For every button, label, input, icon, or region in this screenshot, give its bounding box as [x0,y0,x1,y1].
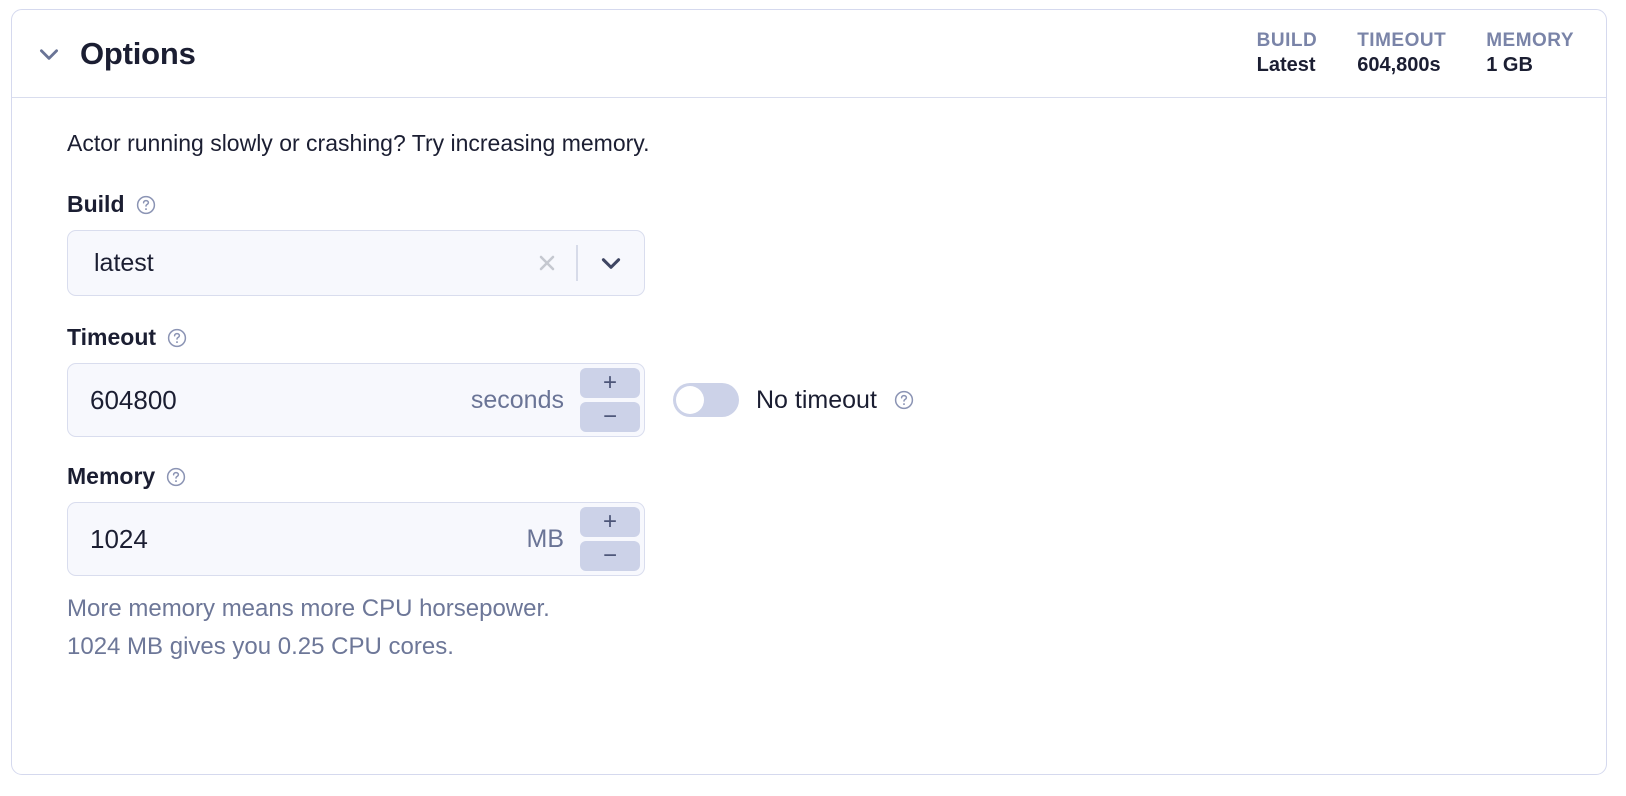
build-label-row: Build [67,191,1582,218]
help-circle-icon[interactable] [167,328,187,348]
timeout-input[interactable] [68,383,471,417]
memory-hint-line-1: More memory means more CPU horsepower. [67,595,550,622]
stat-timeout-value: 604,800s [1357,53,1441,76]
memory-label-row: Memory [67,463,1582,490]
no-timeout-control: No timeout [673,383,914,417]
select-divider [576,245,578,281]
timeout-label-row: Timeout [67,324,1582,351]
help-circle-icon[interactable] [166,467,186,487]
memory-input-wrapper: MB + − [67,502,645,576]
timeout-label: Timeout [67,324,157,350]
no-timeout-label: No timeout [756,385,877,414]
intro-text: Actor running slowly or crashing? Try in… [67,130,650,156]
build-select[interactable]: latest [67,230,645,296]
page-title: Options [80,35,196,71]
timeout-decrement-button[interactable]: − [580,402,640,432]
options-card-header: Options BUILD Latest TIMEOUT 604,800s ME… [12,10,1606,98]
options-header-stats: BUILD Latest TIMEOUT 604,800s MEMORY 1 G… [1257,30,1580,78]
options-card: Options BUILD Latest TIMEOUT 604,800s ME… [11,9,1607,775]
no-timeout-toggle[interactable] [673,383,739,417]
options-card-body: Actor running slowly or crashing? Try in… [12,98,1606,667]
memory-unit: MB [526,524,565,553]
stat-memory: MEMORY 1 GB [1486,30,1574,78]
memory-input[interactable] [68,522,527,556]
memory-decrement-button[interactable]: − [580,541,640,571]
memory-label: Memory [67,463,156,489]
stat-memory-value: 1 GB [1486,53,1533,76]
memory-hint: More memory means more CPU horsepower. 1… [67,590,1582,667]
stat-memory-label: MEMORY [1486,29,1574,51]
build-label: Build [67,191,125,217]
memory-increment-button[interactable]: + [580,507,640,537]
timeout-increment-button[interactable]: + [580,368,640,398]
timeout-stepper: + − [580,368,644,432]
stat-build: BUILD Latest [1257,30,1318,78]
help-circle-icon[interactable] [136,195,156,215]
options-header-left: Options [36,36,196,72]
toggle-knob [676,386,704,414]
timeout-input-wrapper: seconds + − [67,363,645,437]
timeout-row: seconds + − No timeout [67,363,1582,437]
build-select-value: latest [94,248,154,277]
stat-timeout: TIMEOUT 604,800s [1357,30,1446,78]
chevron-down-icon[interactable] [594,246,628,280]
close-icon[interactable] [530,246,564,280]
chevron-down-icon[interactable] [36,41,62,67]
stat-timeout-label: TIMEOUT [1357,29,1447,51]
timeout-unit: seconds [470,385,564,414]
stat-build-label: BUILD [1256,29,1318,51]
memory-stepper: + − [580,507,644,571]
stat-build-value: Latest [1256,53,1316,76]
help-circle-icon[interactable] [894,390,914,410]
memory-hint-line-2: 1024 MB gives you 0.25 CPU cores. [67,633,454,661]
